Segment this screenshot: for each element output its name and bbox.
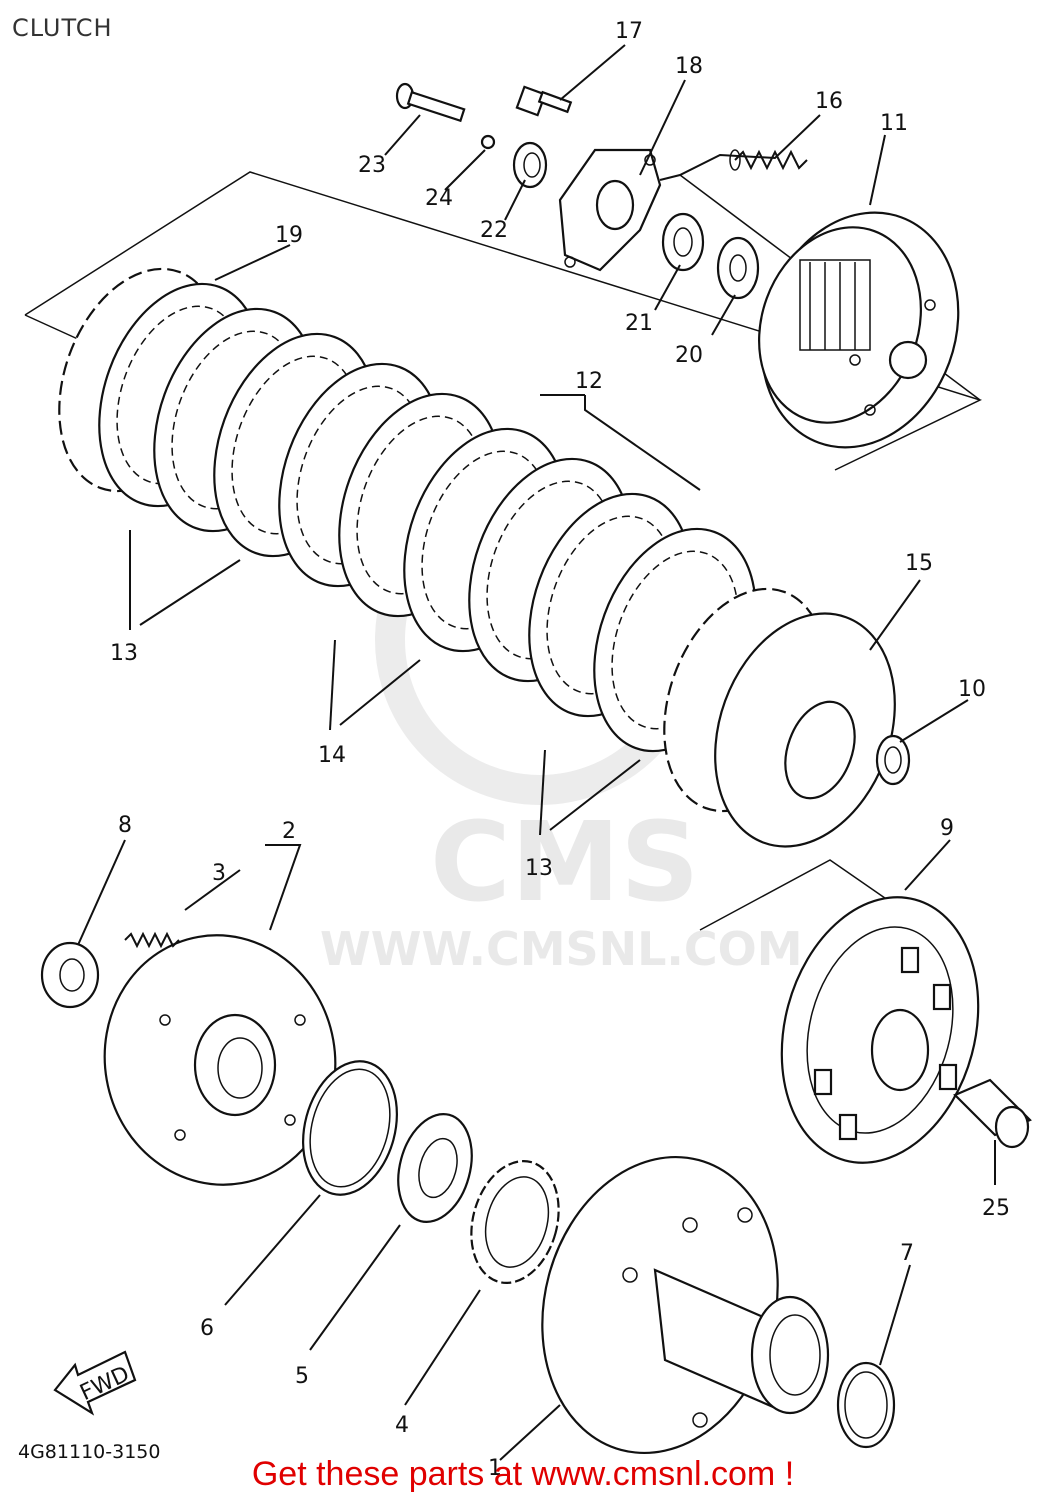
- callout-6: 6: [200, 1316, 214, 1341]
- callout-15: 15: [905, 551, 933, 576]
- part-16-spring: [729, 149, 808, 171]
- fwd-arrow-icon: FWD: [53, 1350, 137, 1416]
- callout-5: 5: [295, 1364, 309, 1389]
- part-15-pressure-plate: [714, 612, 896, 848]
- callout-13-upper: 13: [110, 641, 138, 666]
- leader-lines: [77, 44, 996, 1461]
- part-5-bearing: [397, 1113, 473, 1223]
- callout-16: 16: [815, 89, 843, 114]
- callout-19: 19: [275, 223, 303, 248]
- part-6-shim: [302, 1060, 398, 1196]
- callout-4: 4: [395, 1413, 409, 1438]
- part-25-sleeve: [953, 1078, 1032, 1149]
- callout-labels: 17 18 16 11 23 24 22 19 21 20 12 15 13 1…: [110, 19, 1010, 1481]
- part-18-bracket: [558, 148, 662, 272]
- callout-1: 1: [488, 1456, 502, 1481]
- part-21-washer: [661, 212, 705, 272]
- callout-8: 8: [118, 813, 132, 838]
- part-24-ball: [480, 134, 496, 150]
- part-8-nut: [40, 941, 100, 1009]
- part-2-shoe-assembly: [103, 934, 337, 1186]
- callout-3: 3: [212, 861, 226, 886]
- watermark-brand: CMS: [430, 798, 699, 926]
- part-17-bolt: [515, 85, 573, 117]
- callout-21: 21: [625, 311, 653, 336]
- callout-17: 17: [615, 19, 643, 44]
- callout-10: 10: [958, 677, 986, 702]
- part-23-pin: [395, 82, 466, 123]
- diagram-code: 4G81110-3150: [18, 1441, 160, 1463]
- page-title: CLUTCH: [12, 14, 113, 42]
- part-20-lock-washer: [716, 236, 760, 300]
- callout-9: 9: [940, 816, 954, 841]
- callout-18: 18: [675, 54, 703, 79]
- part-11-clutch-housing: [758, 211, 960, 449]
- part-10-circlip: [875, 734, 911, 786]
- callout-2: 2: [282, 819, 296, 844]
- part-3-spring: [124, 931, 180, 949]
- part-4-one-way-clutch: [470, 1160, 560, 1284]
- part-9-clutch-carrier: [699, 859, 980, 1164]
- callout-7: 7: [900, 1241, 914, 1266]
- part-22-bearing: [512, 141, 548, 189]
- callout-23: 23: [358, 153, 386, 178]
- callout-11: 11: [880, 111, 908, 136]
- footer-parts-link[interactable]: Get these parts at www.cmsnl.com !: [251, 1455, 795, 1493]
- callout-22: 22: [480, 218, 508, 243]
- callout-20: 20: [675, 343, 703, 368]
- watermark-url: WWW.CMSNL.COM: [320, 922, 803, 976]
- callout-12: 12: [575, 369, 603, 394]
- callout-25: 25: [982, 1196, 1010, 1221]
- callout-13-lower: 13: [525, 856, 553, 881]
- part-1-clutch-drum: [541, 1155, 830, 1455]
- part-7-washer: [836, 1361, 896, 1449]
- callout-14: 14: [318, 743, 346, 768]
- callout-24: 24: [425, 186, 453, 211]
